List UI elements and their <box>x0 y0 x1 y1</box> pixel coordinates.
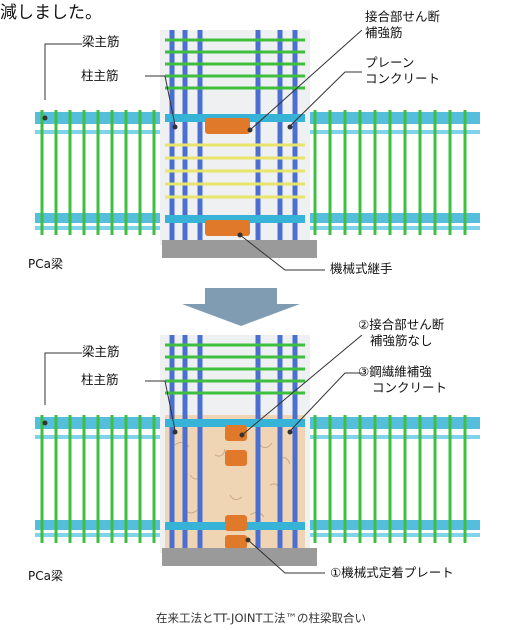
plain-concrete-label-2: コンクリート <box>365 71 441 86</box>
plain-concrete-label-1: プレーン <box>365 55 415 70</box>
pca-beam-label-bottom: PCa梁 <box>28 569 63 583</box>
joint-shear-bar-none-label-1: ②接合部せん断 <box>358 317 445 332</box>
column-main-bar-label: 柱主筋 <box>81 68 119 83</box>
figure-caption: 在来工法とTT-JOINT工法™の柱梁取合い <box>155 611 367 625</box>
tt-joint-diagram <box>35 335 480 574</box>
intro-text: 減しました。 <box>0 3 102 23</box>
mechanical-anchor-plate-label: ①機械式定着プレート <box>330 565 454 580</box>
conventional-joint-diagram <box>35 30 480 271</box>
joint-shear-bar-label-2: 補強筋 <box>365 25 403 40</box>
joint-shear-bar-none-label-2: 補強筋なし <box>370 333 433 348</box>
joint-shear-bar-label-1: 接合部せん断 <box>365 9 441 24</box>
pca-beam-label-top: PCa梁 <box>28 257 63 271</box>
down-arrow <box>182 288 300 326</box>
mechanical-coupler-label: 機械式継手 <box>330 261 393 276</box>
steel-fiber-concrete-label-1: ③鋼繊維補強 <box>358 364 432 379</box>
beam-main-bar-label-after: 梁主筋 <box>82 344 120 359</box>
steel-fiber-concrete-label-2: コンクリート <box>372 380 448 395</box>
column-main-bar-label-after: 柱主筋 <box>81 372 119 387</box>
beam-main-bar-label: 梁主筋 <box>82 34 120 49</box>
